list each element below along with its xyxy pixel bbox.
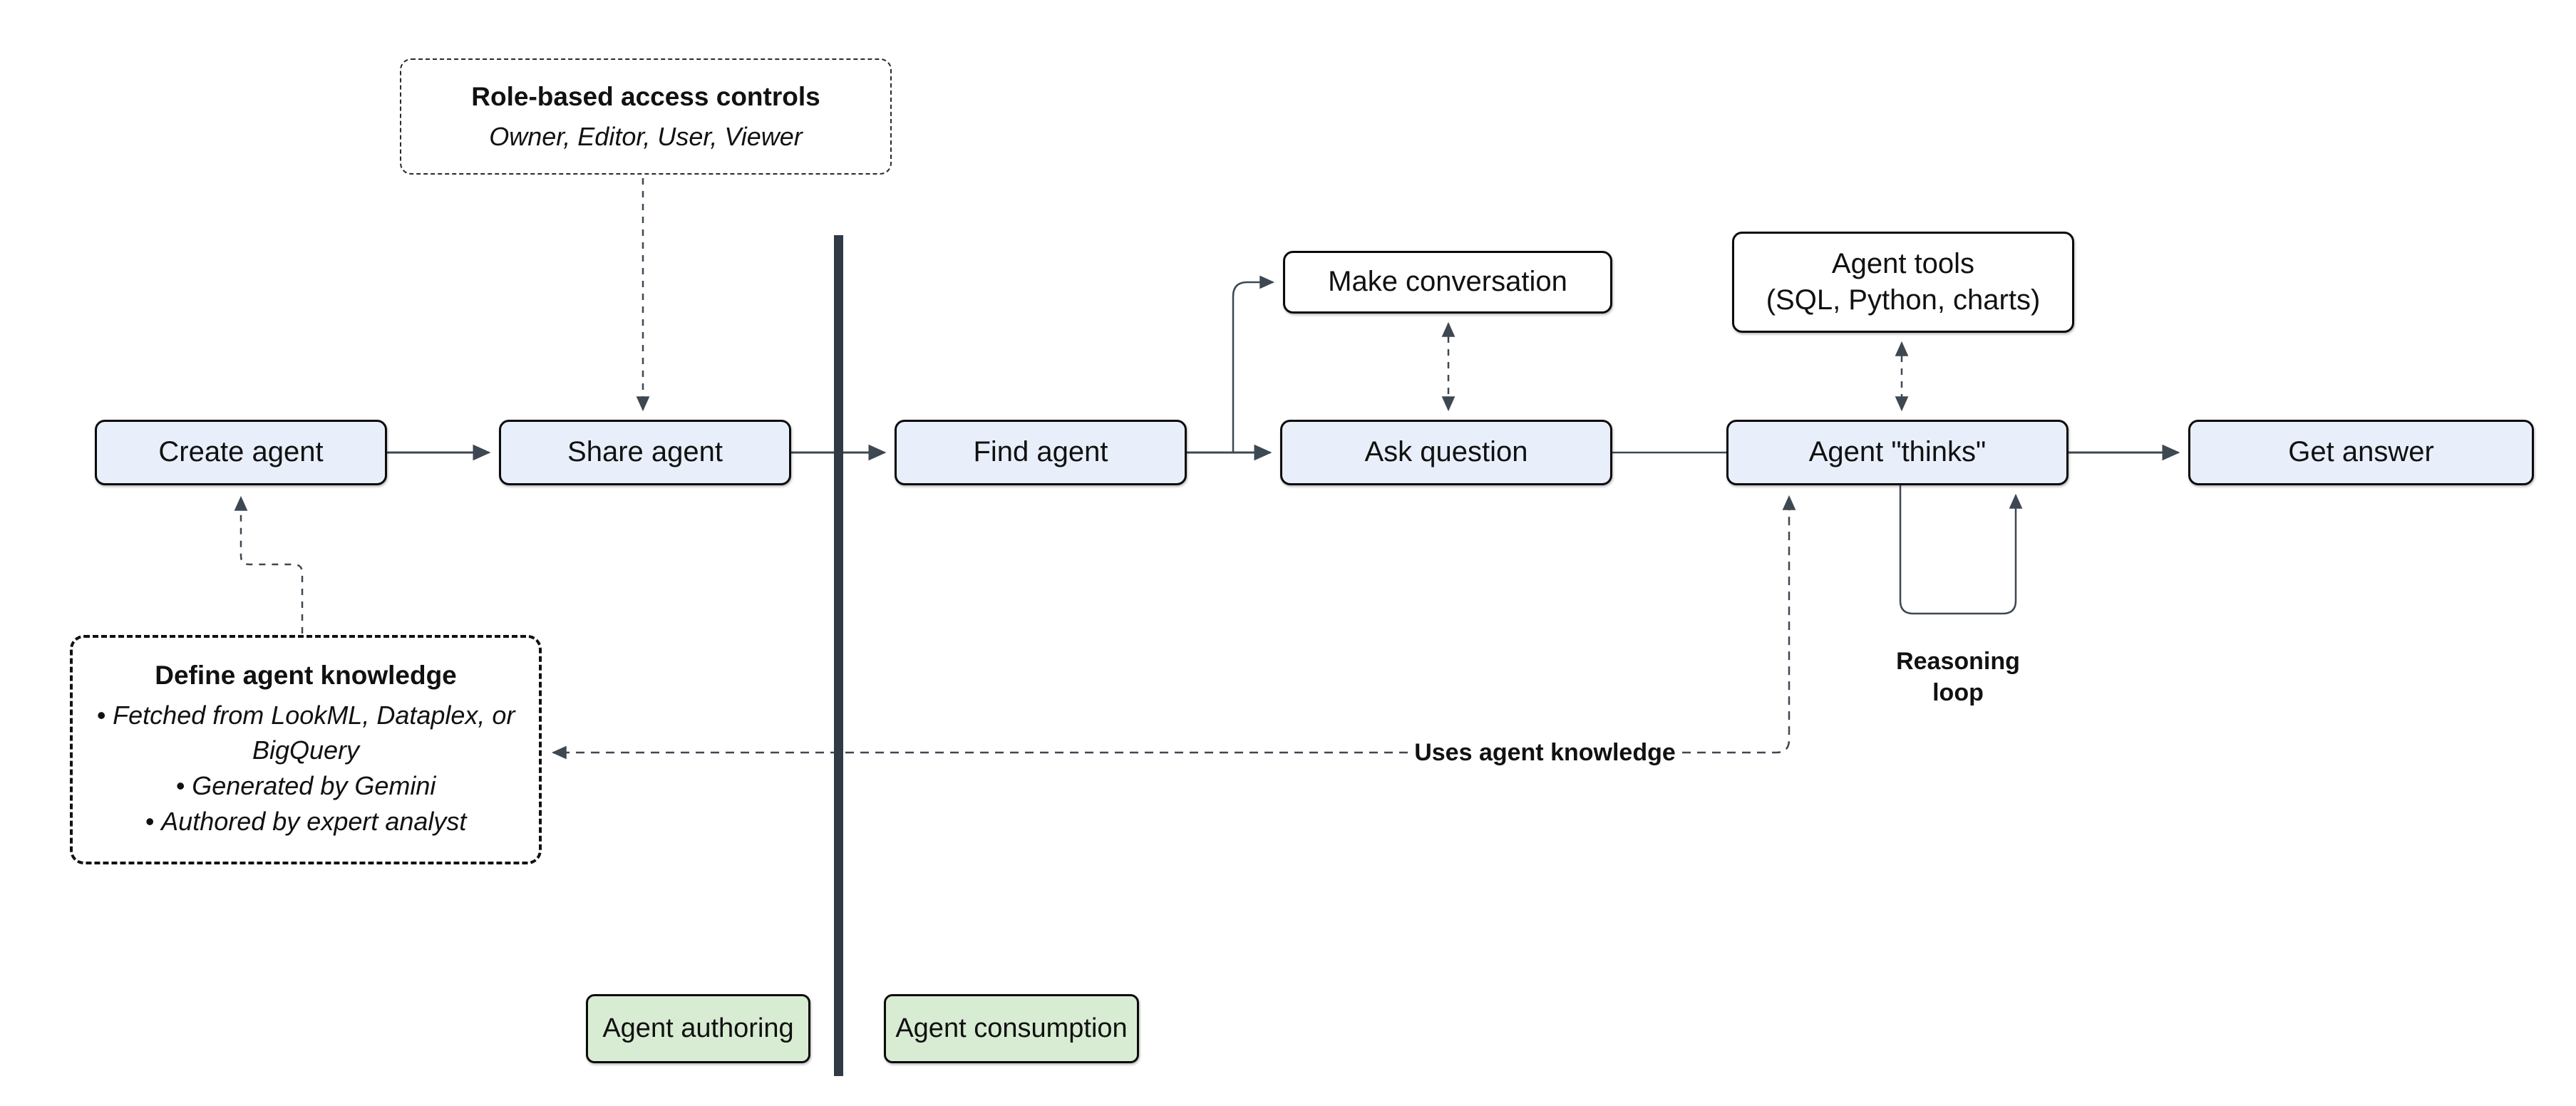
node-make-conversation-label: Make conversation	[1328, 266, 1567, 298]
knowledge-bullet: Authored by expert analyst	[96, 804, 515, 839]
note-define-knowledge-bullets: Fetched from LookML, Dataplex, or BigQue…	[96, 698, 515, 839]
node-share-agent-label: Share agent	[567, 436, 723, 468]
zone-agent-authoring: Agent authoring	[586, 994, 810, 1063]
node-agent-tools-label-line2: (SQL, Python, charts)	[1766, 284, 2041, 316]
node-make-conversation: Make conversation	[1283, 251, 1612, 314]
node-get-answer-label: Get answer	[2288, 436, 2434, 468]
knowledge-bullet: Fetched from LookML, Dataplex, or BigQue…	[96, 698, 515, 768]
node-agent-thinks-label: Agent "thinks"	[1808, 436, 1987, 468]
note-role-based-title: Role-based access controls	[471, 81, 820, 111]
node-find-agent-label: Find agent	[973, 436, 1108, 468]
node-agent-thinks: Agent "thinks"	[1726, 420, 2068, 485]
label-reasoning-loop: Reasoning loop	[1896, 647, 2020, 706]
edge-create-to-knowledge-note	[234, 495, 304, 634]
label-uses-agent-knowledge: Uses agent knowledge	[1408, 734, 1682, 771]
edge-uses-knowledge-right	[1682, 495, 1796, 754]
zone-agent-consumption: Agent consumption	[884, 994, 1139, 1063]
node-create-agent: Create agent	[95, 420, 387, 485]
note-role-based-access: Role-based access controls Owner, Editor…	[400, 58, 892, 175]
node-agent-tools: Agent tools (SQL, Python, charts)	[1732, 232, 2074, 333]
edge-find-to-make-conversation	[1232, 275, 1275, 453]
knowledge-bullet: Generated by Gemini	[96, 768, 515, 804]
node-ask-question-label: Ask question	[1364, 436, 1528, 468]
node-agent-tools-label-line1: Agent tools	[1831, 247, 1975, 279]
node-create-agent-label: Create agent	[158, 436, 324, 468]
node-ask-question: Ask question	[1280, 420, 1612, 485]
note-role-based-subtitle: Owner, Editor, User, Viewer	[489, 121, 803, 151]
zone-agent-authoring-label: Agent authoring	[602, 1013, 794, 1043]
node-find-agent: Find agent	[895, 420, 1187, 485]
zone-agent-consumption-label: Agent consumption	[895, 1013, 1128, 1043]
edge-reasoning-loop	[1899, 485, 2023, 615]
note-define-agent-knowledge: Define agent knowledge Fetched from Look…	[70, 635, 542, 864]
node-share-agent: Share agent	[499, 420, 791, 485]
note-define-knowledge-title: Define agent knowledge	[155, 660, 457, 690]
phase-divider	[834, 235, 843, 1076]
node-get-answer: Get answer	[2188, 420, 2534, 485]
